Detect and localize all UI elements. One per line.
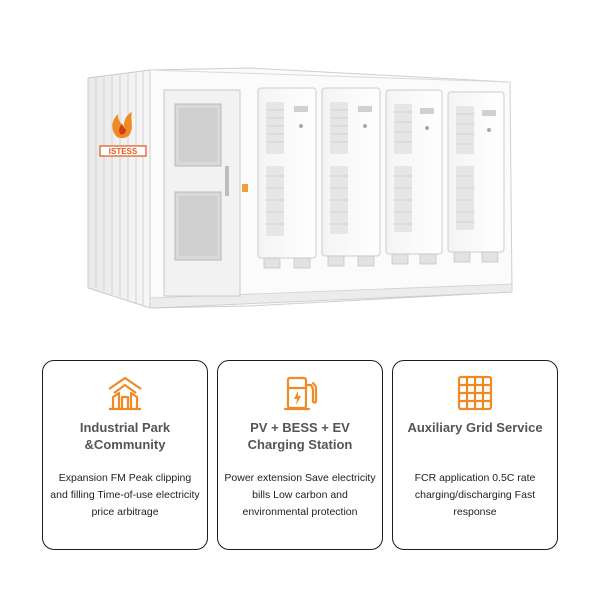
cabinet-1 <box>257 87 317 259</box>
feature-title: PV + BESS + EV Charging Station <box>247 420 353 452</box>
svg-text:ISTESS: ISTESS <box>109 147 138 156</box>
brand-logo-icon: ISTESS <box>99 112 147 157</box>
cabinet-4 <box>447 91 505 253</box>
product-image: ISTESS <box>80 66 520 316</box>
container-door <box>163 89 248 297</box>
feature-description: Power extension Save electricity bills L… <box>224 472 376 518</box>
feature-description: FCR application 0.5C rate charging/disch… <box>414 472 536 518</box>
feature-card-charging-station: PV + BESS + EV Charging Station Power ex… <box>217 360 383 550</box>
feature-title: Auxiliary Grid Service <box>407 420 543 435</box>
feature-cards: Industrial Park &Community Expansion FM … <box>42 360 558 550</box>
feature-card-industrial-park: Industrial Park &Community Expansion FM … <box>42 360 208 550</box>
cabinet-3 <box>385 89 443 255</box>
charging-station-icon <box>283 376 318 411</box>
industrial-park-icon <box>108 376 142 411</box>
cabinet-2 <box>321 87 381 257</box>
feature-title: Industrial Park &Community <box>79 420 171 452</box>
grid-icon <box>457 375 493 411</box>
feature-card-grid-service: Auxiliary Grid Service FCR application 0… <box>392 360 558 550</box>
container-end-wall <box>87 69 151 309</box>
battery-cabinets <box>257 87 505 269</box>
feature-description: Expansion FM Peak clipping and filling T… <box>50 472 200 518</box>
